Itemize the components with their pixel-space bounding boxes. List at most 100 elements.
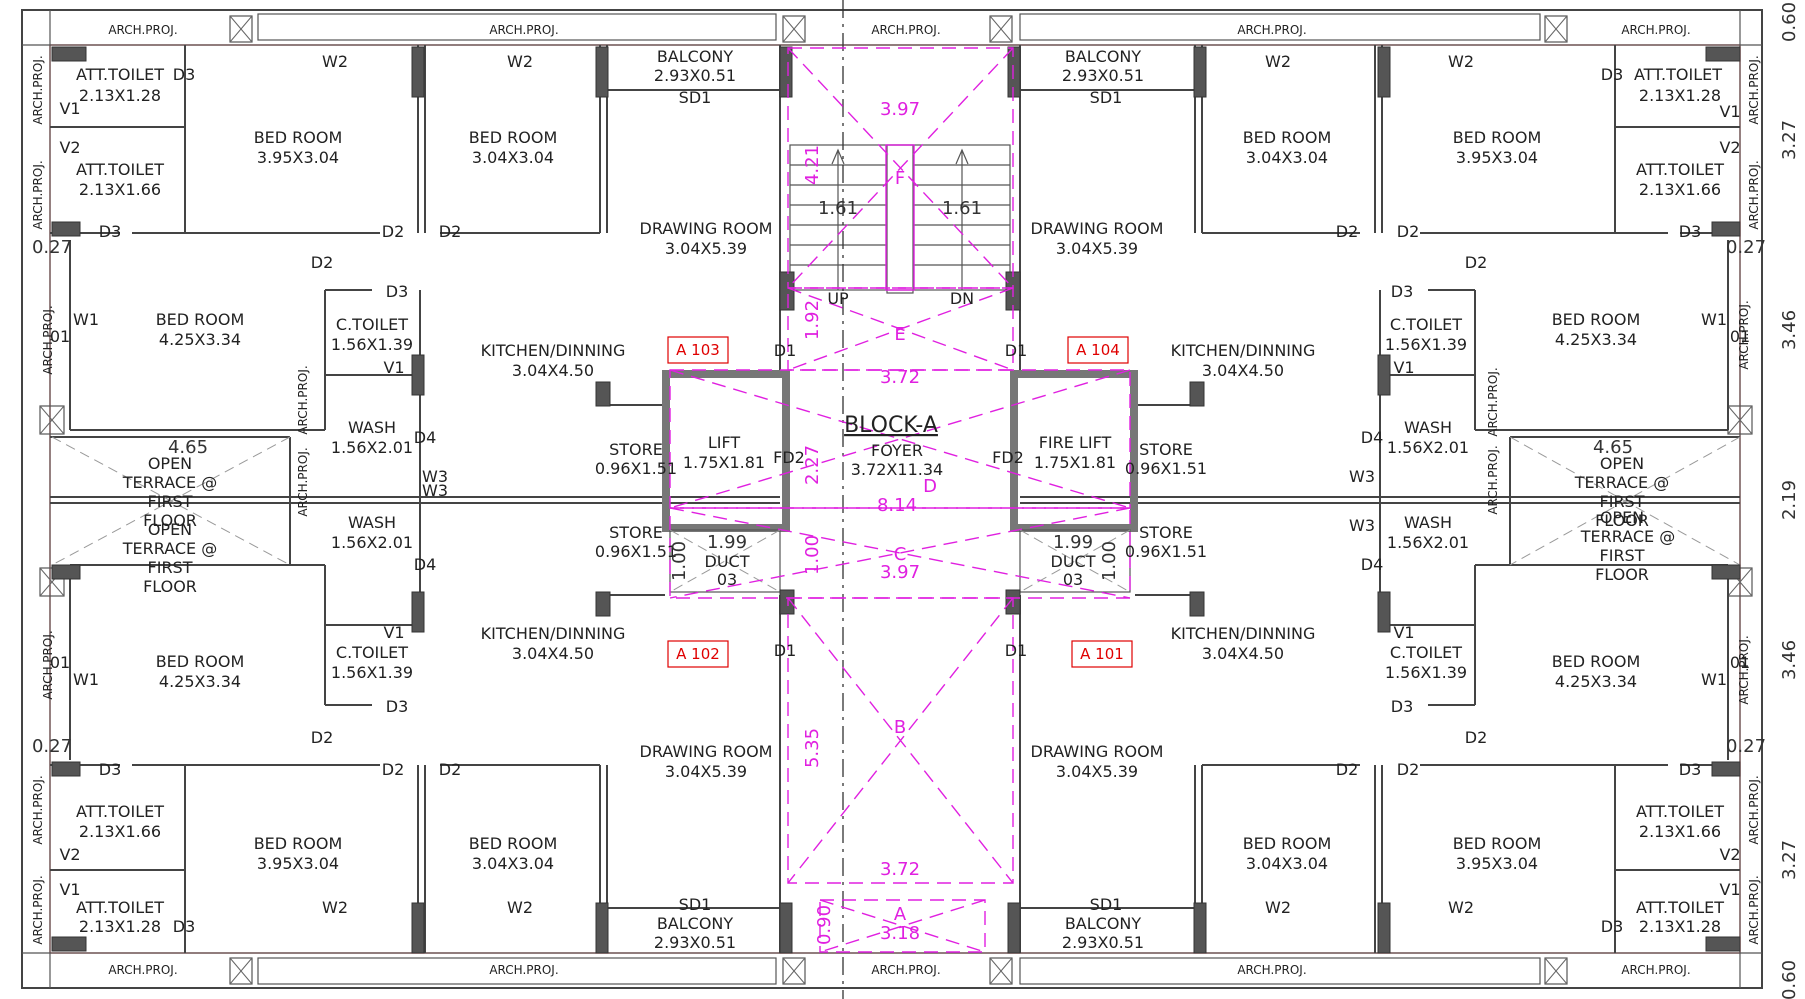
room-size: 3.04X4.50 bbox=[512, 361, 594, 380]
room-name: BED ROOM bbox=[156, 310, 245, 329]
room-size: 2.13X1.66 bbox=[79, 180, 161, 199]
window-label: W2 bbox=[507, 898, 533, 917]
door-label: FD2 bbox=[773, 448, 805, 467]
dim-label: 4.65 bbox=[1593, 437, 1633, 458]
zone-f-width: 3.97 bbox=[880, 99, 920, 120]
proj-label: ARCH.PROJ. bbox=[31, 160, 45, 229]
room-name: ATT.TOILET bbox=[1636, 802, 1724, 821]
proj-label: ARCH.PROJ. bbox=[31, 775, 45, 844]
terrace-label: FIRST bbox=[148, 558, 193, 577]
door-label: D3 bbox=[1679, 760, 1702, 779]
proj-label: ARCH.PROJ. bbox=[871, 963, 940, 977]
unit-a101-labels: OPEN TERRACE @ FIRST FLOOR WASH 1.56X2.0… bbox=[1005, 508, 1766, 952]
proj-label: ARCH.PROJ. bbox=[1737, 300, 1751, 369]
terrace-label: OPEN bbox=[1600, 454, 1644, 473]
room-name: ATT.TOILET bbox=[1636, 898, 1724, 917]
room-name: BED ROOM bbox=[1453, 834, 1542, 853]
proj-label: ARCH.PROJ. bbox=[871, 23, 940, 37]
room-size: 3.04X3.04 bbox=[1246, 148, 1328, 167]
terrace-hatch bbox=[51, 436, 1741, 566]
room-name: BED ROOM bbox=[469, 834, 558, 853]
door-label: D3 bbox=[1601, 65, 1624, 84]
door-label: D3 bbox=[386, 697, 409, 716]
projection-labels: ARCH.PROJ. ARCH.PROJ. ARCH.PROJ. ARCH.PR… bbox=[31, 23, 1761, 977]
room-name: DRAWING ROOM bbox=[1031, 219, 1164, 238]
room-size: 3.04X4.50 bbox=[512, 644, 594, 663]
vent-label: V1 bbox=[1393, 623, 1414, 642]
unit-a104-labels: ATT.TOILET D3 2.13X1.28 ATT.TOILET 2.13X… bbox=[1005, 47, 1766, 530]
area-zones bbox=[669, 47, 1131, 953]
zone-e-height: 1.92 bbox=[802, 300, 823, 340]
unit-a103: A 103 bbox=[676, 341, 720, 359]
zone-d-width: 8.14 bbox=[877, 495, 917, 516]
proj-label: ARCH.PROJ. bbox=[1621, 963, 1690, 977]
room-name: WASH bbox=[348, 513, 396, 532]
room-name: KITCHEN/DINNING bbox=[481, 624, 626, 643]
room-size: 3.04X4.50 bbox=[1202, 361, 1284, 380]
room-name: ATT.TOILET bbox=[1634, 65, 1722, 84]
edge-dim: 2.19 bbox=[1779, 480, 1800, 520]
zone-c-width: 3.97 bbox=[880, 562, 920, 583]
room-name: BED ROOM bbox=[469, 128, 558, 147]
zone-f-height: 4.21 bbox=[802, 145, 823, 185]
zone-a-height: 0.90 bbox=[814, 905, 835, 945]
room-size: 3.95X3.04 bbox=[257, 854, 339, 873]
room-name: BED ROOM bbox=[1552, 652, 1641, 671]
room-name: BED ROOM bbox=[254, 834, 343, 853]
dim-label: 1.99 bbox=[1053, 532, 1093, 553]
room-name: KITCHEN/DINNING bbox=[1171, 341, 1316, 360]
room-name: DUCT bbox=[705, 552, 750, 571]
vent-label: V2 bbox=[59, 845, 80, 864]
terrace-label: TERRACE @ bbox=[122, 473, 218, 492]
proj-label: ARCH.PROJ. bbox=[1486, 445, 1500, 514]
door-label: D3 bbox=[1391, 697, 1414, 716]
room-name: KITCHEN/DINNING bbox=[481, 341, 626, 360]
door-label: D2 bbox=[1397, 222, 1420, 241]
edge-dimensions: 0.60 3.27 3.46 2.19 3.46 3.27 0.60 bbox=[1779, 2, 1800, 999]
dim-label: 0.27 bbox=[32, 237, 72, 258]
door-label: D4 bbox=[414, 428, 437, 447]
room-size: 3.04X5.39 bbox=[1056, 762, 1138, 781]
room-name: C.TOILET bbox=[336, 643, 408, 662]
room-name: KITCHEN/DINNING bbox=[1171, 624, 1316, 643]
room-size: 4.25X3.34 bbox=[1555, 330, 1637, 349]
edge-dim: 3.27 bbox=[1779, 120, 1800, 160]
door-label: D3 bbox=[1601, 917, 1624, 936]
zone-d-height: 2.27 bbox=[802, 445, 823, 485]
edge-dim: 0.60 bbox=[1779, 2, 1800, 42]
door-label: D3 bbox=[386, 282, 409, 301]
room-size: 3.04X5.39 bbox=[1056, 239, 1138, 258]
room-size: 1.56X1.39 bbox=[331, 663, 413, 682]
stair-tread: 1.61 bbox=[818, 198, 858, 219]
door-label: D3 bbox=[173, 65, 196, 84]
room-size: 2.13X1.28 bbox=[79, 86, 161, 105]
zone-d-label: D bbox=[923, 476, 937, 497]
room-size: 2.93X0.51 bbox=[654, 933, 736, 952]
room-size: 2.93X0.51 bbox=[1062, 66, 1144, 85]
door-label: D3 bbox=[173, 917, 196, 936]
window-label: W1 bbox=[1701, 670, 1727, 689]
proj-label: ARCH.PROJ. bbox=[1747, 875, 1761, 944]
vent-label: V1 bbox=[1719, 102, 1740, 121]
zone-f-label: F bbox=[895, 168, 905, 189]
core bbox=[662, 0, 1138, 999]
vent-label: V1 bbox=[1719, 880, 1740, 899]
terrace-label: TERRACE @ bbox=[1574, 473, 1670, 492]
room-name: ATT.TOILET bbox=[76, 802, 164, 821]
stair-tread: 1.61 bbox=[942, 198, 982, 219]
room-size: 1.56X2.01 bbox=[1387, 438, 1469, 457]
door-label: D1 bbox=[1005, 641, 1028, 660]
room-name: ATT.TOILET bbox=[76, 160, 164, 179]
room-name: DRAWING ROOM bbox=[1031, 742, 1164, 761]
terrace-label: OPEN bbox=[148, 454, 192, 473]
room-name: WASH bbox=[1404, 513, 1452, 532]
room-size: 1.56X2.01 bbox=[331, 438, 413, 457]
zone-e-label: E bbox=[894, 324, 905, 345]
room-size: 2.13X1.28 bbox=[1639, 86, 1721, 105]
door-label: D2 bbox=[1336, 760, 1359, 779]
window-label: W3 bbox=[1349, 516, 1375, 535]
room-size: 1.56X1.39 bbox=[1385, 663, 1467, 682]
proj-label: ARCH.PROJ. bbox=[1237, 23, 1306, 37]
room-size: 3.04X5.39 bbox=[665, 762, 747, 781]
